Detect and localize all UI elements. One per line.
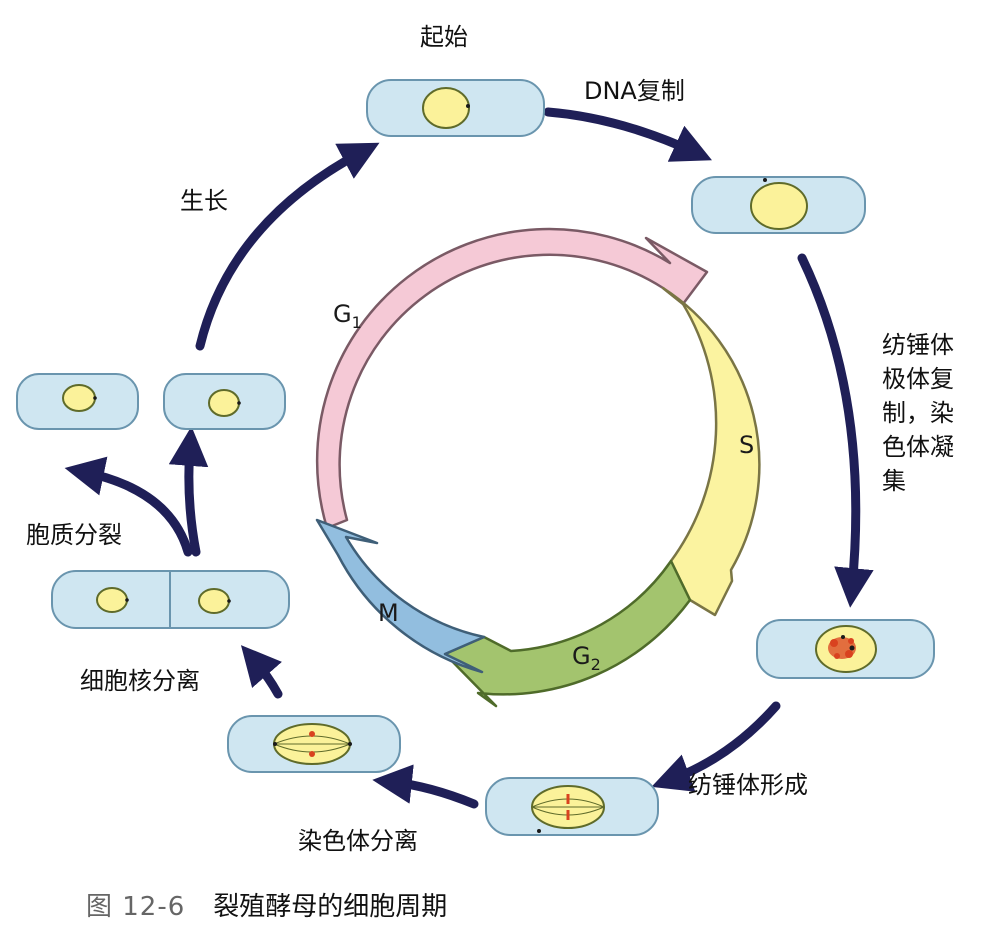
figure-title: 裂殖酵母的细胞周期 — [213, 892, 448, 922]
label-spindle-formation: 纺锤体形成 — [688, 771, 808, 799]
cell-replicated — [691, 176, 866, 234]
cell-daughter-left — [16, 373, 139, 430]
nucleus — [208, 389, 240, 417]
arrow-replication-to-condensation — [797, 253, 874, 608]
g2-phase-arrow — [443, 559, 692, 708]
figure-caption: 图 12-6 裂殖酵母的细胞周期 — [86, 886, 447, 923]
m-phase-arrow — [315, 518, 486, 674]
arrow-growth — [195, 142, 380, 351]
arrow-spindle-to-separation — [372, 764, 479, 809]
outer-arrows — [64, 107, 874, 809]
label-nuclear-separation: 细胞核分离 — [80, 667, 200, 695]
m-label: M — [378, 599, 399, 627]
s-label: S — [739, 431, 754, 459]
arrow-cytokinesis-up — [168, 426, 209, 557]
g1-phase-arrow — [315, 227, 709, 530]
label-growth: 生长 — [180, 187, 228, 215]
s-phase-arrow — [661, 286, 761, 617]
cell-binucleate — [51, 570, 290, 629]
cell-anaphase — [227, 715, 401, 773]
arrow-separation-to-nuclear-split — [240, 645, 283, 699]
nucleus — [62, 384, 96, 412]
figure-number: 图 12-6 — [86, 892, 186, 922]
nucleus — [198, 588, 230, 614]
nucleus — [96, 587, 128, 613]
label-spindle-pole-body: 纺锤体极体复制，染色体凝集 — [882, 331, 954, 495]
label-cytokinesis: 胞质分裂 — [26, 521, 122, 549]
phase-ring: G1 S G2 M — [315, 227, 761, 708]
g1-label: G1 — [333, 300, 362, 332]
label-chromosome-separation: 染色体分离 — [298, 827, 418, 855]
arrow-condensation-to-spindle — [651, 701, 781, 792]
cell-spindle — [485, 777, 659, 836]
cell-daughter-right — [163, 373, 286, 430]
nucleus — [750, 182, 808, 230]
arrow-start-to-replication — [543, 107, 712, 162]
arrow-cytokinesis-left — [64, 456, 193, 557]
label-start: 起始 — [420, 23, 468, 51]
nucleus — [422, 87, 470, 129]
condensed-chromosomes — [828, 637, 856, 659]
cell-start — [366, 79, 545, 137]
g2-label: G2 — [572, 642, 601, 674]
label-dna-replication: DNA复制 — [584, 77, 685, 105]
cell-condensed — [756, 619, 935, 679]
